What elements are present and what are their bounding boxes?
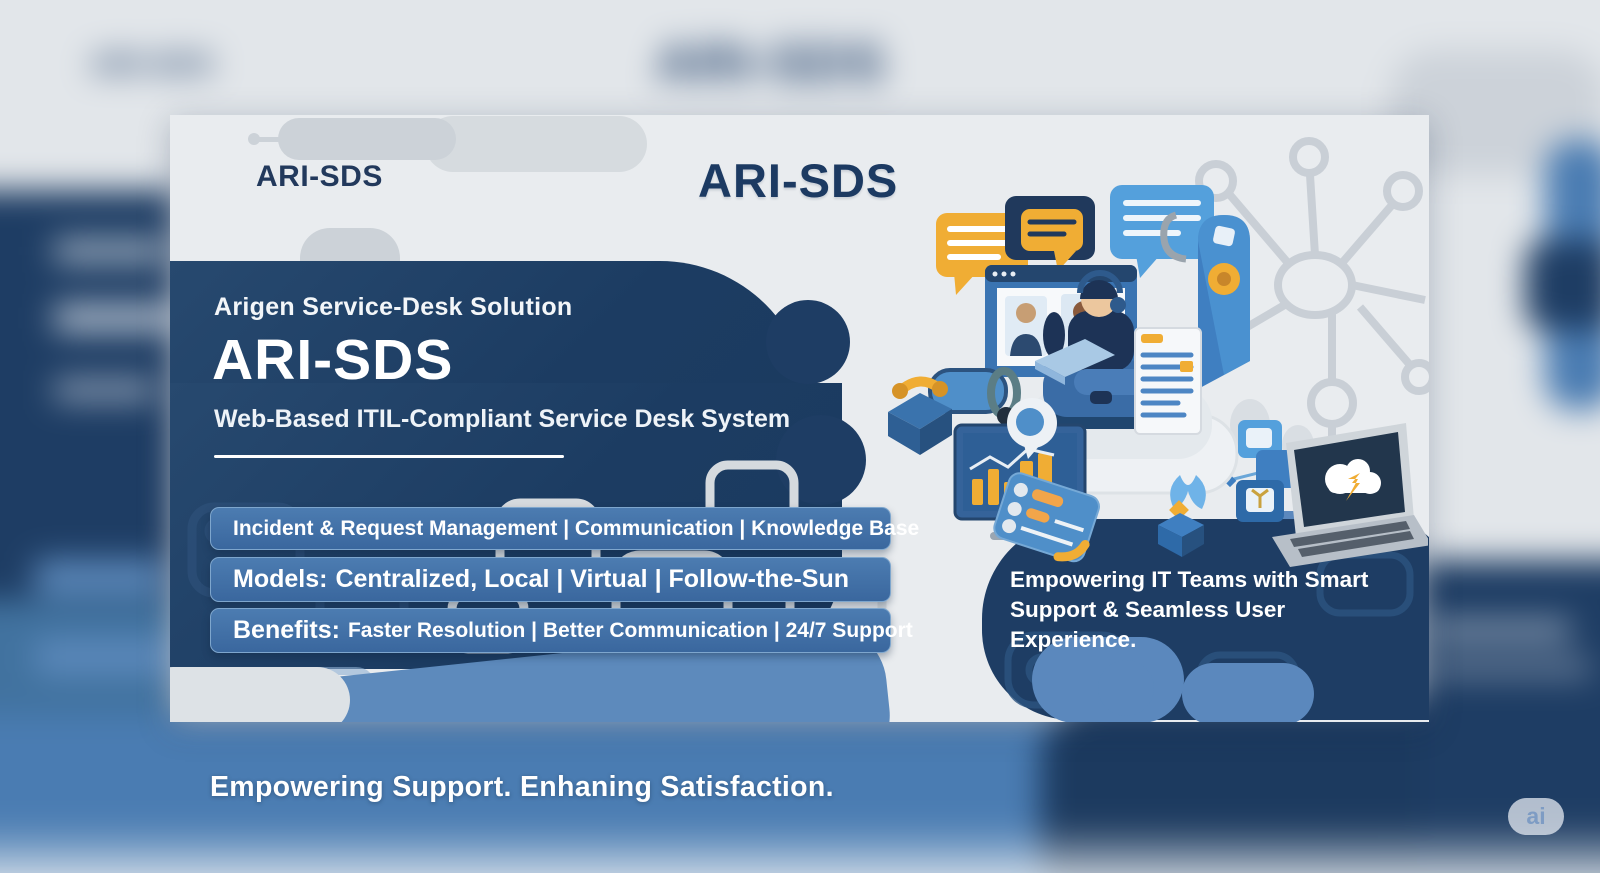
panel-kicker: Arigen Service-Desk Solution bbox=[214, 293, 573, 321]
backdrop-left-bar bbox=[55, 305, 175, 331]
footer-tagline: Empowering Support. Enhaning Satisfactio… bbox=[210, 771, 834, 803]
knowledge-document-icon bbox=[1134, 327, 1202, 435]
network-nodes-pattern bbox=[1191, 137, 1429, 455]
panel-subtitle: Web-Based ITIL-Compliant Service Desk Sy… bbox=[214, 405, 791, 433]
backdrop-right-navy bbox=[1525, 240, 1600, 330]
panel-bump bbox=[766, 300, 850, 384]
cube-stack-icon bbox=[1236, 420, 1300, 522]
kiosk-tower-icon bbox=[1160, 211, 1250, 389]
circuit-trace bbox=[256, 137, 288, 142]
feature-row-text: Centralized, Local | Virtual | Follow-th… bbox=[335, 565, 850, 593]
backdrop-left-bar bbox=[55, 380, 155, 400]
feature-row-models: Models: Centralized, Local | Virtual | F… bbox=[210, 557, 891, 602]
backdrop-left-row bbox=[35, 560, 165, 594]
banner-card: Empowering IT Teams with Smart Support &… bbox=[170, 115, 1429, 722]
phone-handset-box-icon bbox=[888, 376, 952, 455]
cloud-laptop-icon bbox=[1272, 423, 1428, 567]
backdrop-right-bar bbox=[1430, 660, 1590, 676]
backdrop-blurred-title-small: ARI-SDS bbox=[90, 48, 214, 81]
feature-row-text: Faster Resolution | Better Communication… bbox=[347, 618, 913, 642]
panel-title: ARI-SDS bbox=[212, 328, 454, 392]
backdrop-bottom-fade bbox=[0, 825, 1600, 873]
callout-accent-blob bbox=[1182, 663, 1314, 722]
backdrop-blurred-title: ARI-SDS bbox=[655, 31, 886, 94]
backdrop-left-bar bbox=[55, 240, 165, 262]
callout-line2: Support & Seamless User Experience. bbox=[1010, 597, 1286, 652]
vr-headset-icon bbox=[928, 367, 1021, 425]
backdrop-left-row bbox=[35, 640, 175, 674]
plant-box-icon bbox=[1158, 475, 1206, 557]
service-desk-illustration bbox=[888, 185, 1428, 567]
feature-row-prefix: Benefits: bbox=[233, 616, 340, 644]
callout-text: Empowering IT Teams with Smart Support &… bbox=[1010, 565, 1390, 655]
ai-watermark-badge: ai bbox=[1508, 798, 1564, 835]
pill-decoration bbox=[278, 118, 456, 160]
task-card-icon bbox=[993, 472, 1100, 563]
feature-row-text: Incident & Request Management | Communic… bbox=[233, 516, 920, 540]
pill-decoration bbox=[425, 116, 647, 172]
logo-text: ARI-SDS bbox=[256, 160, 383, 193]
feature-row-prefix: Models: bbox=[233, 565, 328, 593]
bottom-gray-blob bbox=[170, 667, 350, 722]
feature-row-benefits: Benefits: Faster Resolution | Better Com… bbox=[210, 608, 913, 653]
circuit-dot bbox=[248, 133, 260, 145]
chat-bubble-pair-icon bbox=[1005, 196, 1095, 271]
panel-underline bbox=[214, 455, 564, 458]
backdrop-right-bar bbox=[1430, 620, 1570, 640]
chat-bubble-blue-icon bbox=[1110, 185, 1214, 278]
header-title: ARI-SDS bbox=[698, 154, 899, 207]
callout-line1: Empowering IT Teams with Smart bbox=[1010, 567, 1369, 592]
feature-row-capabilities: Incident & Request Management | Communic… bbox=[210, 507, 919, 550]
callout-accent-blob bbox=[1098, 660, 1154, 716]
